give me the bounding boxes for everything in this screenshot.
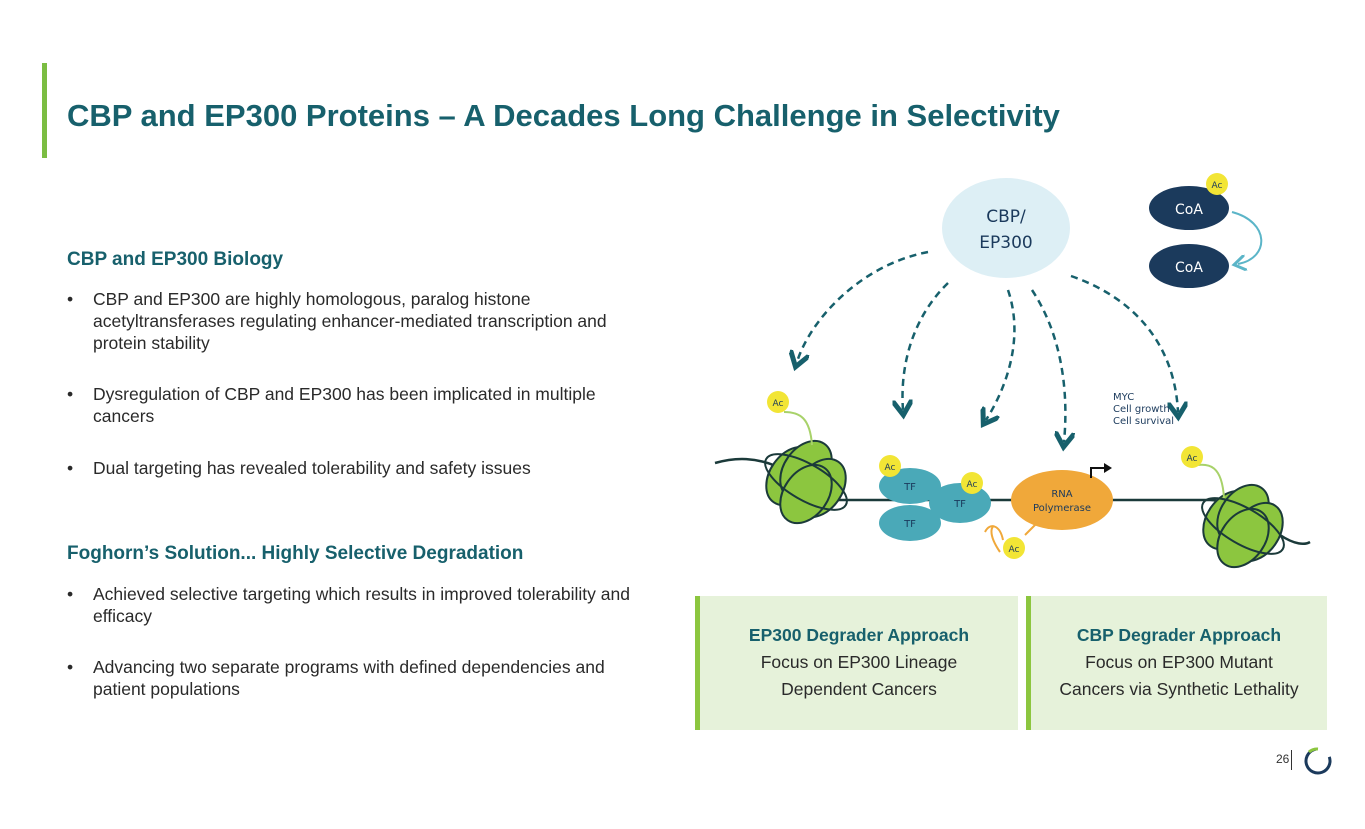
page-number: 26 (1276, 752, 1290, 766)
target-genes-label: MYC Cell growth Cell survival (1113, 392, 1174, 427)
logo-icon (1304, 747, 1332, 775)
acetyl-badge (1181, 446, 1203, 468)
cbp-label: CBP/ (986, 207, 1026, 227)
acetylation-arrows (797, 250, 1178, 442)
coa-node (1149, 244, 1229, 288)
bullet-item: CBP and EP300 are highly homologous, par… (67, 288, 647, 354)
acetyl-badge (879, 455, 901, 477)
page-title: CBP and EP300 Proteins – A Decades Long … (67, 98, 1060, 133)
box-title: CBP Degrader Approach (1076, 625, 1282, 645)
box-text: Dependent Cancers (781, 679, 937, 699)
acetyl-badge (1206, 173, 1228, 195)
box-text: Focus on EP300 Lineage (760, 652, 958, 672)
transcription-start-arrow-icon (1090, 467, 1106, 478)
tf-node (879, 468, 941, 504)
page-divider (1291, 750, 1292, 770)
biology-heading: CBP and EP300 Biology (67, 249, 284, 270)
bullet-item: Achieved selective targeting which resul… (67, 583, 647, 627)
svg-text:Ac: Ac (885, 463, 896, 473)
acetyl-badge (1003, 537, 1025, 559)
svg-text:Cell growth: Cell growth (1113, 404, 1170, 415)
svg-text:Cell survival: Cell survival (1113, 416, 1174, 427)
bullet-item: Dual targeting has revealed tolerability… (67, 457, 647, 479)
bullet-item: Dysregulation of CBP and EP300 has been … (67, 383, 647, 427)
box-text: Cancers via Synthetic Lethality (1059, 679, 1299, 699)
svg-text:TF: TF (953, 499, 966, 510)
svg-text:Ac: Ac (1009, 545, 1020, 555)
svg-text:Ac: Ac (967, 480, 978, 490)
cbp-ep300-node (942, 178, 1070, 278)
nucleosome-left (754, 430, 858, 534)
title-accent-bar (42, 63, 47, 158)
box-text: Focus on EP300 Mutant (1085, 652, 1273, 672)
coa-transfer-arrow (1232, 211, 1263, 264)
acetyl-badge (961, 472, 983, 494)
coa-acetyl-node (1149, 186, 1229, 230)
rna-polymerase-node (1011, 470, 1113, 530)
nucleosome-right (1191, 474, 1295, 578)
svg-text:Ac: Ac (1212, 181, 1223, 191)
svg-text:MYC: MYC (1113, 392, 1134, 403)
svg-text:CoA: CoA (1175, 260, 1203, 276)
ep300-label: EP300 (979, 233, 1032, 253)
svg-text:Polymerase: Polymerase (1033, 503, 1091, 514)
svg-text:Ac: Ac (773, 399, 784, 409)
cbp-approach-box: CBP Degrader Approach Focus on EP300 Mut… (1026, 596, 1327, 730)
bullet-item: Advancing two separate programs with def… (67, 656, 647, 700)
svg-text:RNA: RNA (1051, 489, 1072, 500)
svg-text:TF: TF (903, 482, 916, 493)
box-title: EP300 Degrader Approach (748, 625, 970, 645)
ep300-approach-box: EP300 Degrader Approach Focus on EP300 L… (695, 596, 1018, 730)
acetyl-badge (767, 391, 789, 413)
svg-text:TF: TF (903, 519, 916, 530)
svg-text:Ac: Ac (1187, 454, 1198, 464)
svg-text:CoA: CoA (1175, 202, 1203, 218)
tf-node (879, 505, 941, 541)
solution-heading: Foghorn’s Solution... Highly Selective D… (67, 543, 524, 564)
